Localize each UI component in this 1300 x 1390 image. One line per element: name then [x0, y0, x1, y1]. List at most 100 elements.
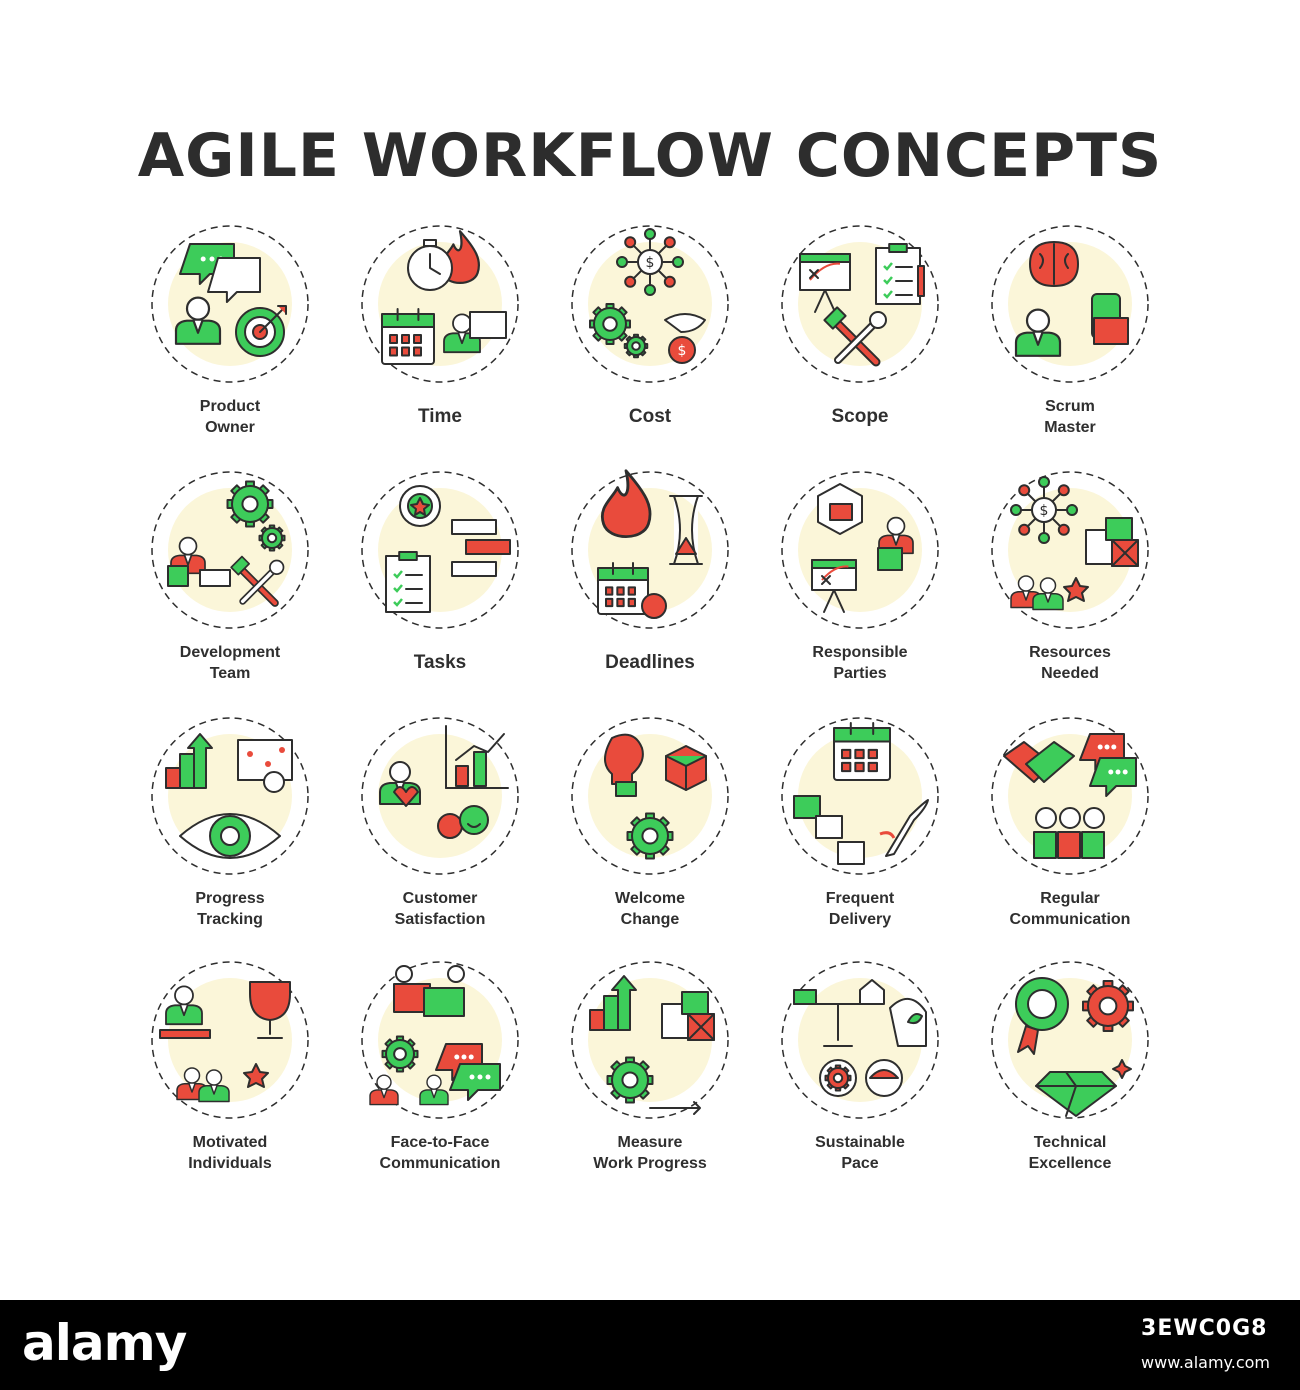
concept-label-line-2: Communication [1009, 911, 1131, 928]
tasks-icon [361, 471, 519, 629]
technical-excellence-icon [991, 961, 1149, 1119]
concept-item: Deadlines [550, 469, 750, 700]
motivated-individuals-icon [151, 961, 309, 1119]
concept-label-line-2: Tracking [197, 911, 263, 928]
welcome-change-icon [571, 717, 729, 875]
concept-label-line-1: Deadlines [605, 652, 695, 673]
concept-label-line-2: Communication [379, 1155, 501, 1172]
cost-icon: $$ [571, 225, 729, 383]
watermark-bar: alamy 3EWC0G8 www.alamy.com [0, 1300, 1300, 1390]
concept-item: Tasks [340, 470, 540, 700]
concept-label-line-1: Frequent [825, 890, 895, 907]
concept-label-line-2: Team [209, 665, 251, 682]
concept-label-line-1: Sustainable [815, 1134, 905, 1151]
scope-icon [781, 225, 939, 383]
measure-work-progress-icon [571, 961, 729, 1119]
concept-item: $$Cost [550, 224, 750, 454]
concept-label-line-2: Change [620, 911, 680, 928]
concept-label-line-2: Master [1044, 419, 1096, 436]
svg-text:$: $ [646, 255, 655, 271]
stock-info: 3EWC0G8 www.alamy.com [1141, 1316, 1270, 1372]
concept-label-line-2: Pace [841, 1155, 879, 1172]
concept-label-line-2: Individuals [188, 1155, 272, 1172]
svg-text:$: $ [1040, 503, 1049, 519]
concept-label-line-1: Product [199, 398, 261, 415]
concept-label-line-1: Measure [617, 1134, 683, 1151]
face-to-face-communication-icon [361, 961, 519, 1119]
concept-label: Deadlines [530, 652, 770, 673]
concept-label-line-1: Face-to-Face [390, 1134, 490, 1151]
concept-label-line-1: Customer [402, 890, 478, 907]
concept-label-line-1: Motivated [192, 1134, 268, 1151]
concept-label-line-1: Welcome [615, 890, 685, 907]
progress-tracking-icon [151, 717, 309, 875]
concept-label: Tasks [320, 652, 560, 673]
regular-communication-icon [991, 717, 1149, 875]
brand-logo: alamy [22, 1314, 187, 1372]
concept-label-line-1: Cost [628, 406, 672, 427]
concept-label-line-1: Tasks [413, 652, 467, 673]
development-team-icon [151, 471, 309, 629]
resources-needed-icon: $ [991, 471, 1149, 629]
site-url: www.alamy.com [1141, 1353, 1270, 1372]
concept-label-line-1: Technical [1033, 1134, 1107, 1151]
concept-label-line-1: Regular [1040, 890, 1100, 907]
customer-satisfaction-icon [361, 717, 519, 875]
concept-label-line-1: Scope [831, 406, 889, 427]
time-icon [361, 225, 519, 383]
concept-item: Scope [760, 224, 960, 454]
concept-label-line-1: Responsible [812, 644, 908, 661]
scrum-master-icon [991, 225, 1149, 383]
frequent-delivery-icon [781, 717, 939, 875]
concept-label: Cost [530, 406, 770, 427]
concept-label-line-1: Development [179, 644, 281, 661]
concept-label-line-2: Excellence [1028, 1155, 1112, 1172]
concept-label-line-2: Work Progress [593, 1155, 707, 1172]
deadlines-icon [571, 469, 729, 629]
concept-label-line-2: Satisfaction [394, 911, 486, 928]
responsible-parties-icon [781, 471, 939, 629]
concept-label-line-1: Time [417, 406, 462, 427]
concept-label-line-2: Parties [833, 665, 887, 682]
concept-label-line-2: Needed [1041, 665, 1099, 682]
product-owner-icon [151, 225, 309, 383]
sustainable-pace-icon [781, 961, 939, 1119]
concept-label-line-1: Resources [1029, 644, 1111, 661]
concept-label-line-1: Progress [195, 890, 265, 907]
concept-label-line-1: Scrum [1045, 398, 1095, 415]
concept-label-line-2: Owner [205, 419, 255, 436]
concept-label: Scope [740, 406, 980, 427]
concept-label: Time [320, 406, 560, 427]
svg-text:$: $ [678, 343, 687, 359]
page-title: AGILE WORKFLOW CONCEPTS [137, 121, 1163, 191]
